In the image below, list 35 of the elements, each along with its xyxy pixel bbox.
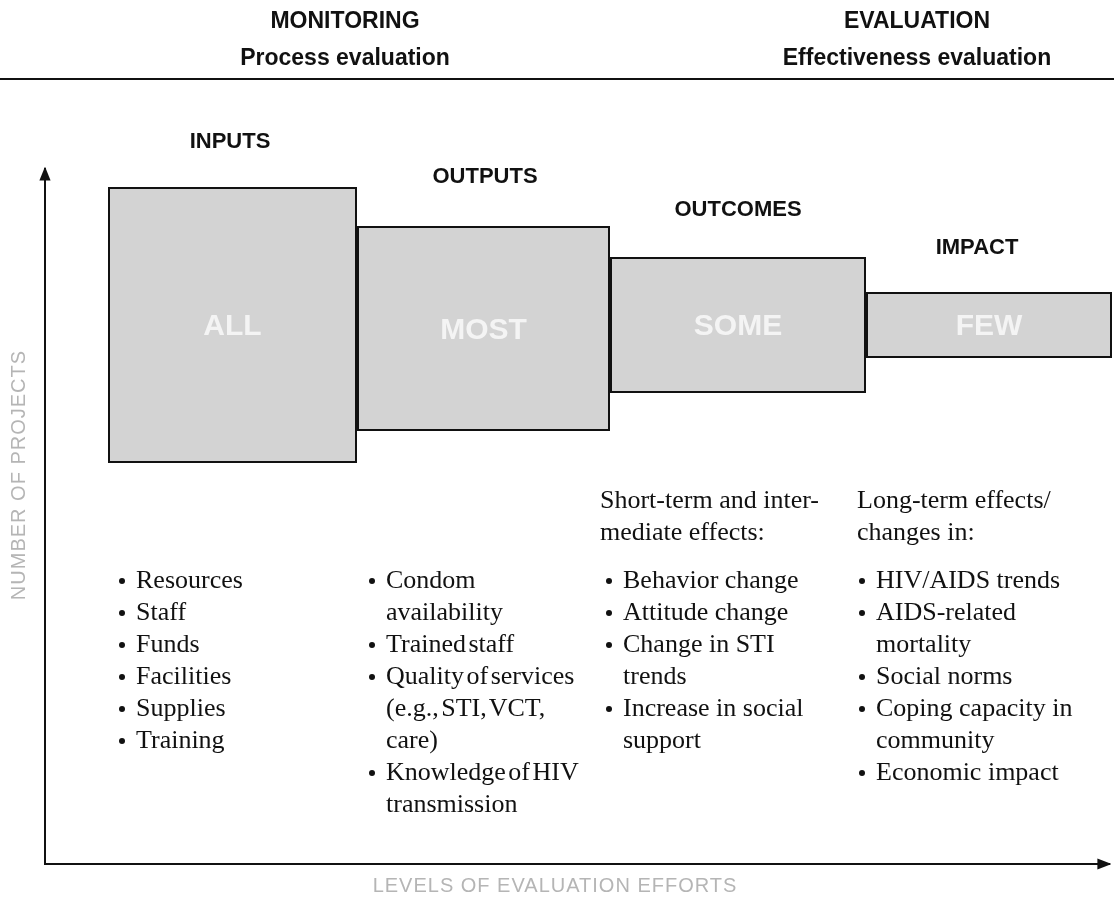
list-item: HIV/AIDS trends xyxy=(876,565,1061,594)
level-heading: OUTCOMES xyxy=(674,196,802,222)
phase-heading: EVALUATION xyxy=(843,7,991,34)
list-item: Supplies xyxy=(136,693,226,722)
list-item: Behavior change xyxy=(623,565,799,594)
list-item: Funds xyxy=(136,629,200,658)
list-item: Increase in social support xyxy=(623,693,804,754)
phase-heading: Process evaluation xyxy=(240,44,450,71)
list-item: AIDS-related mortality xyxy=(876,597,1017,658)
level-block xyxy=(108,187,357,463)
effects-intro: Long-term effects/ changes in: xyxy=(857,484,1052,548)
list-item: Facilities xyxy=(136,661,232,690)
list-item: Training xyxy=(136,725,225,754)
list-item: Quality of services (e.g., STI, VCT, care) xyxy=(386,661,575,754)
list-item: Trained staff xyxy=(386,629,515,658)
list-item: Condom availability xyxy=(386,565,503,626)
level-block xyxy=(610,257,866,393)
list-item: Economic impact xyxy=(876,757,1059,786)
axis-title: NUMBER OF PROJECTS xyxy=(6,349,30,601)
list-item: Resources xyxy=(136,565,243,594)
effects-intro: Short-term and inter-mediate effects: xyxy=(600,484,820,548)
list-item: Knowledge of HIV transmission xyxy=(386,757,579,818)
phase-heading: MONITORING xyxy=(270,7,420,34)
phase-heading: Effectiveness evaluation xyxy=(782,44,1052,71)
list-item: Change in STI trends xyxy=(623,629,775,690)
level-heading: OUTPUTS xyxy=(432,163,538,189)
level-block xyxy=(357,226,610,431)
level-heading: INPUTS xyxy=(189,128,271,154)
list-item: Coping capacity in community xyxy=(876,693,1073,754)
axis-title: LEVELS OF EVALUATION EFFORTS xyxy=(372,874,738,897)
level-block xyxy=(866,292,1112,358)
list-item: Attitude change xyxy=(623,597,789,626)
list-item: Staff xyxy=(136,597,187,626)
level-heading: IMPACT xyxy=(935,234,1019,260)
list-item: Social norms xyxy=(876,661,1013,690)
